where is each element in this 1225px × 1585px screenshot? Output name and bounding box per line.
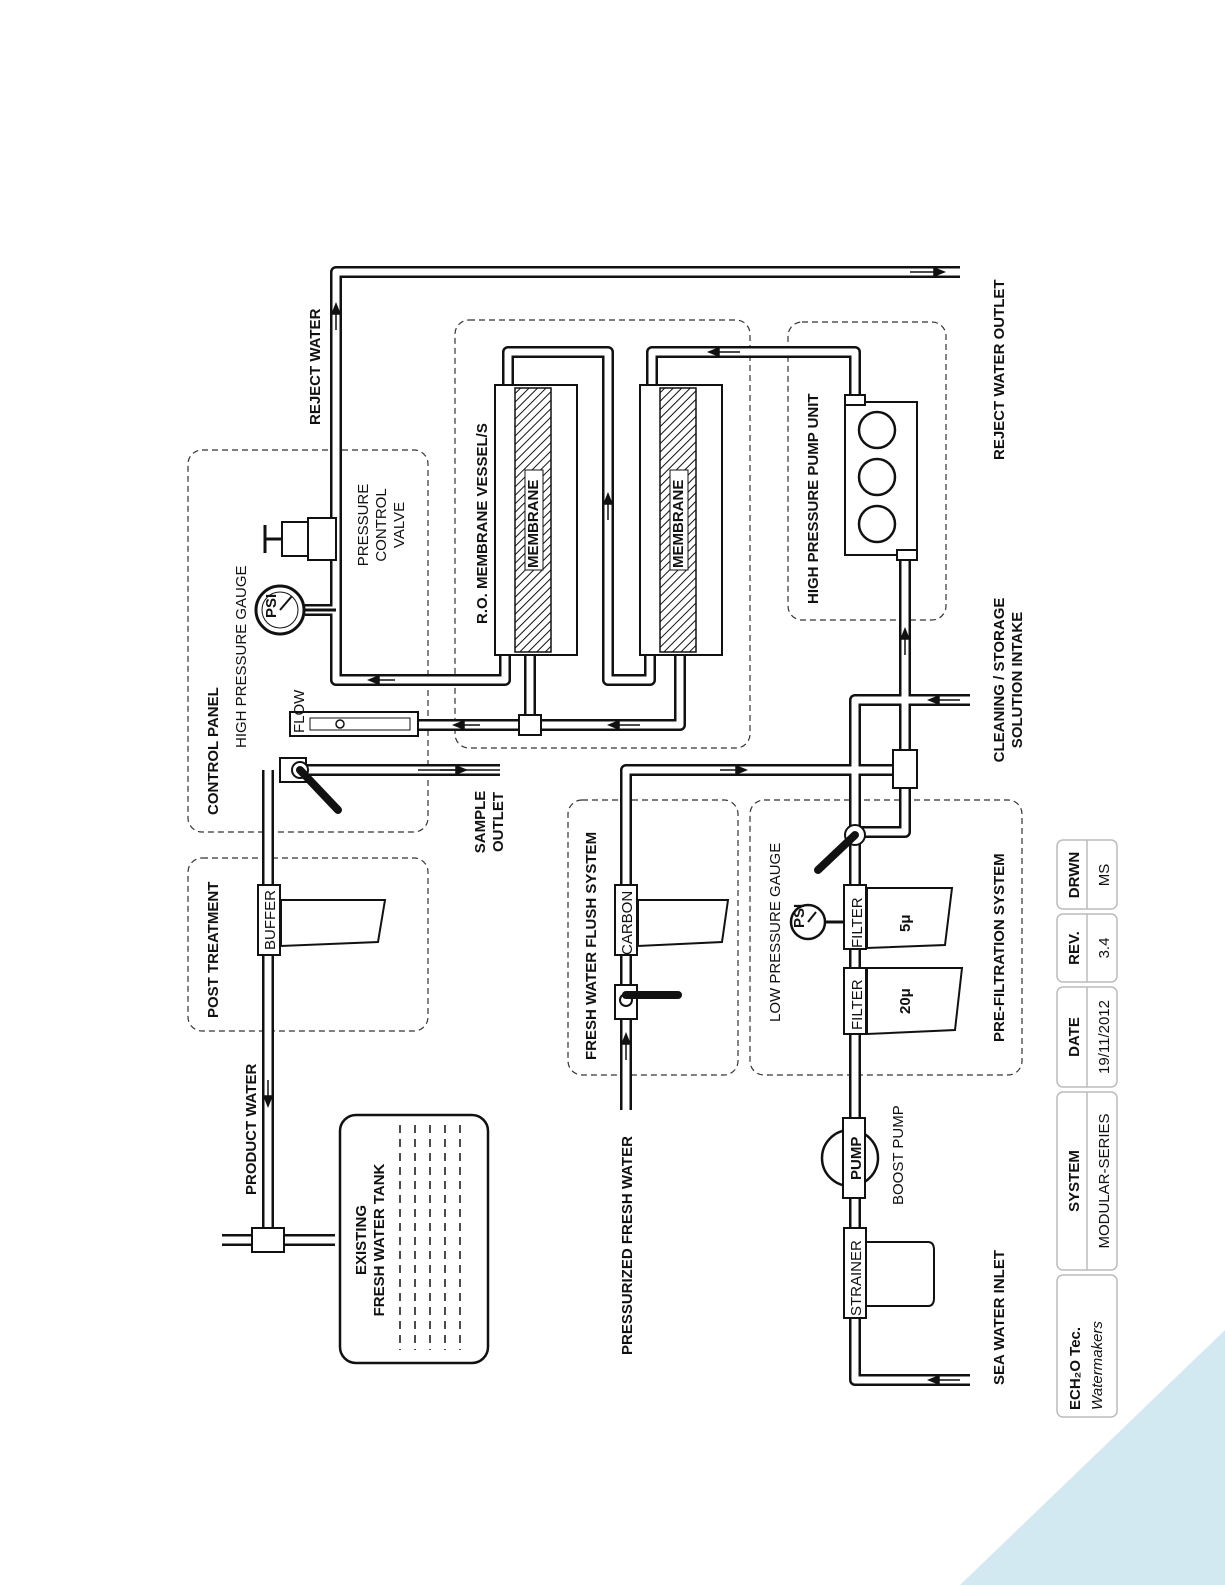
label-cleaning-2: SOLUTION INTAKE	[1009, 612, 1026, 748]
tb-system-value: MODULAR-SERIES	[1096, 1113, 1113, 1248]
tb-rev-value: 3.4	[1096, 938, 1113, 959]
corner-accent	[960, 1330, 1225, 1585]
sample-valve-icon	[279, 757, 342, 814]
label-pre-filtration-system: PRE-FILTRATION SYSTEM	[991, 853, 1008, 1042]
label-product-water: PRODUCT WATER	[243, 1063, 260, 1195]
lp-gauge-psi: PSI	[791, 904, 808, 928]
hp-gauge-psi: PSI	[263, 594, 280, 618]
label-high-pressure-gauge: HIGH PRESSURE GAUGE	[233, 565, 250, 748]
tb-date-value: 19/11/2012	[1096, 1000, 1113, 1074]
label-tank-1: EXISTING	[353, 1205, 370, 1275]
fresh-water-tank	[338, 1113, 490, 1365]
label-reject-water: REJECT WATER	[307, 308, 324, 425]
zone-pre-filtration	[749, 799, 1023, 1076]
filter-5-micron: 5μ	[897, 914, 914, 932]
membrane-label-2: MEMBRANE	[670, 480, 687, 568]
pressure-control-valve-icon	[263, 517, 337, 561]
product-tee	[251, 1227, 285, 1253]
label-low-pressure-gauge: LOW PRESSURE GAUGE	[767, 843, 784, 1022]
high-pressure-gauge-icon	[254, 584, 336, 636]
carbon-filter-icon	[614, 884, 730, 956]
membrane-tee	[518, 714, 542, 736]
buffer-label: BUFFER	[262, 890, 279, 950]
strainer-label: STRAINER	[848, 1240, 865, 1316]
label-boost-pump: BOOST PUMP	[890, 1105, 907, 1205]
zone-post-treatment	[187, 857, 429, 1032]
zone-high-pressure-pump	[787, 321, 947, 621]
label-reject-water-outlet: REJECT WATER OUTLET	[991, 279, 1008, 460]
tb-drwn-value: MS	[1096, 864, 1113, 887]
label-tank-2: FRESH WATER TANK	[371, 1163, 388, 1316]
strainer-icon	[843, 1227, 935, 1319]
cleaning-tee	[892, 749, 918, 789]
label-sea-water-inlet: SEA WATER INLET	[991, 1250, 1008, 1385]
boost-pump-icon	[820, 1117, 880, 1199]
tb-drwn-header: DRWN	[1066, 852, 1083, 898]
flow-meter-icon	[289, 711, 419, 737]
membrane-vessel-1	[494, 384, 578, 656]
high-pressure-pump-unit	[844, 394, 918, 561]
label-pressurized-fresh-water: PRESSURIZED FRESH WATER	[619, 1136, 636, 1355]
low-pressure-gauge-icon	[789, 903, 844, 941]
flow-label: FLOW	[291, 689, 308, 733]
tb-system-header: SYSTEM	[1066, 1150, 1083, 1212]
flush-valve-icon	[614, 984, 682, 1020]
zone-fresh-water-flush	[567, 799, 739, 1076]
label-pcv-2: CONTROL	[373, 488, 390, 561]
label-high-pressure-pump-unit: HIGH PRESSURE PUMP UNIT	[805, 393, 822, 604]
brand-tagline: Watermakers	[1089, 1321, 1106, 1410]
title-block	[1056, 839, 1118, 1418]
label-pcv-1: PRESSURE	[355, 484, 372, 567]
label-pcv-3: VALVE	[391, 502, 408, 548]
carbon-label: CARBON	[619, 891, 636, 955]
label-cleaning-1: CLEANING / STORAGE	[991, 598, 1008, 763]
label-post-treatment: POST TREATMENT	[205, 882, 222, 1018]
membrane-label-1: MEMBRANE	[525, 480, 542, 568]
zone-membrane-vessels	[454, 319, 751, 749]
label-sample-2: OUTLET	[490, 792, 507, 852]
filter-20-micron: 20μ	[897, 988, 914, 1014]
brand-name: ECH₂O Tec.	[1067, 1327, 1084, 1410]
tb-rev-header: REV.	[1066, 931, 1083, 965]
pump-label: PUMP	[848, 1137, 865, 1180]
flow-arrows	[262, 266, 960, 1386]
membrane-vessel-2	[639, 384, 723, 656]
label-ro-membrane-vessels: R.O. MEMBRANE VESSEL/S	[474, 423, 491, 624]
label-fresh-water-flush-system: FRESH WATER FLUSH SYSTEM	[583, 832, 600, 1060]
label-sample-1: SAMPLE	[472, 791, 489, 854]
zone-control-panel	[187, 449, 429, 833]
tb-date-header: DATE	[1066, 1017, 1083, 1057]
label-control-panel: CONTROL PANEL	[205, 687, 222, 815]
filter-5-label: FILTER	[849, 897, 866, 948]
filter-20-label: FILTER	[849, 979, 866, 1030]
filter-5-icon	[843, 884, 954, 950]
prefilter-valve-icon	[814, 824, 866, 874]
filter-20-icon	[843, 967, 964, 1036]
buffer-filter-icon	[257, 884, 387, 956]
